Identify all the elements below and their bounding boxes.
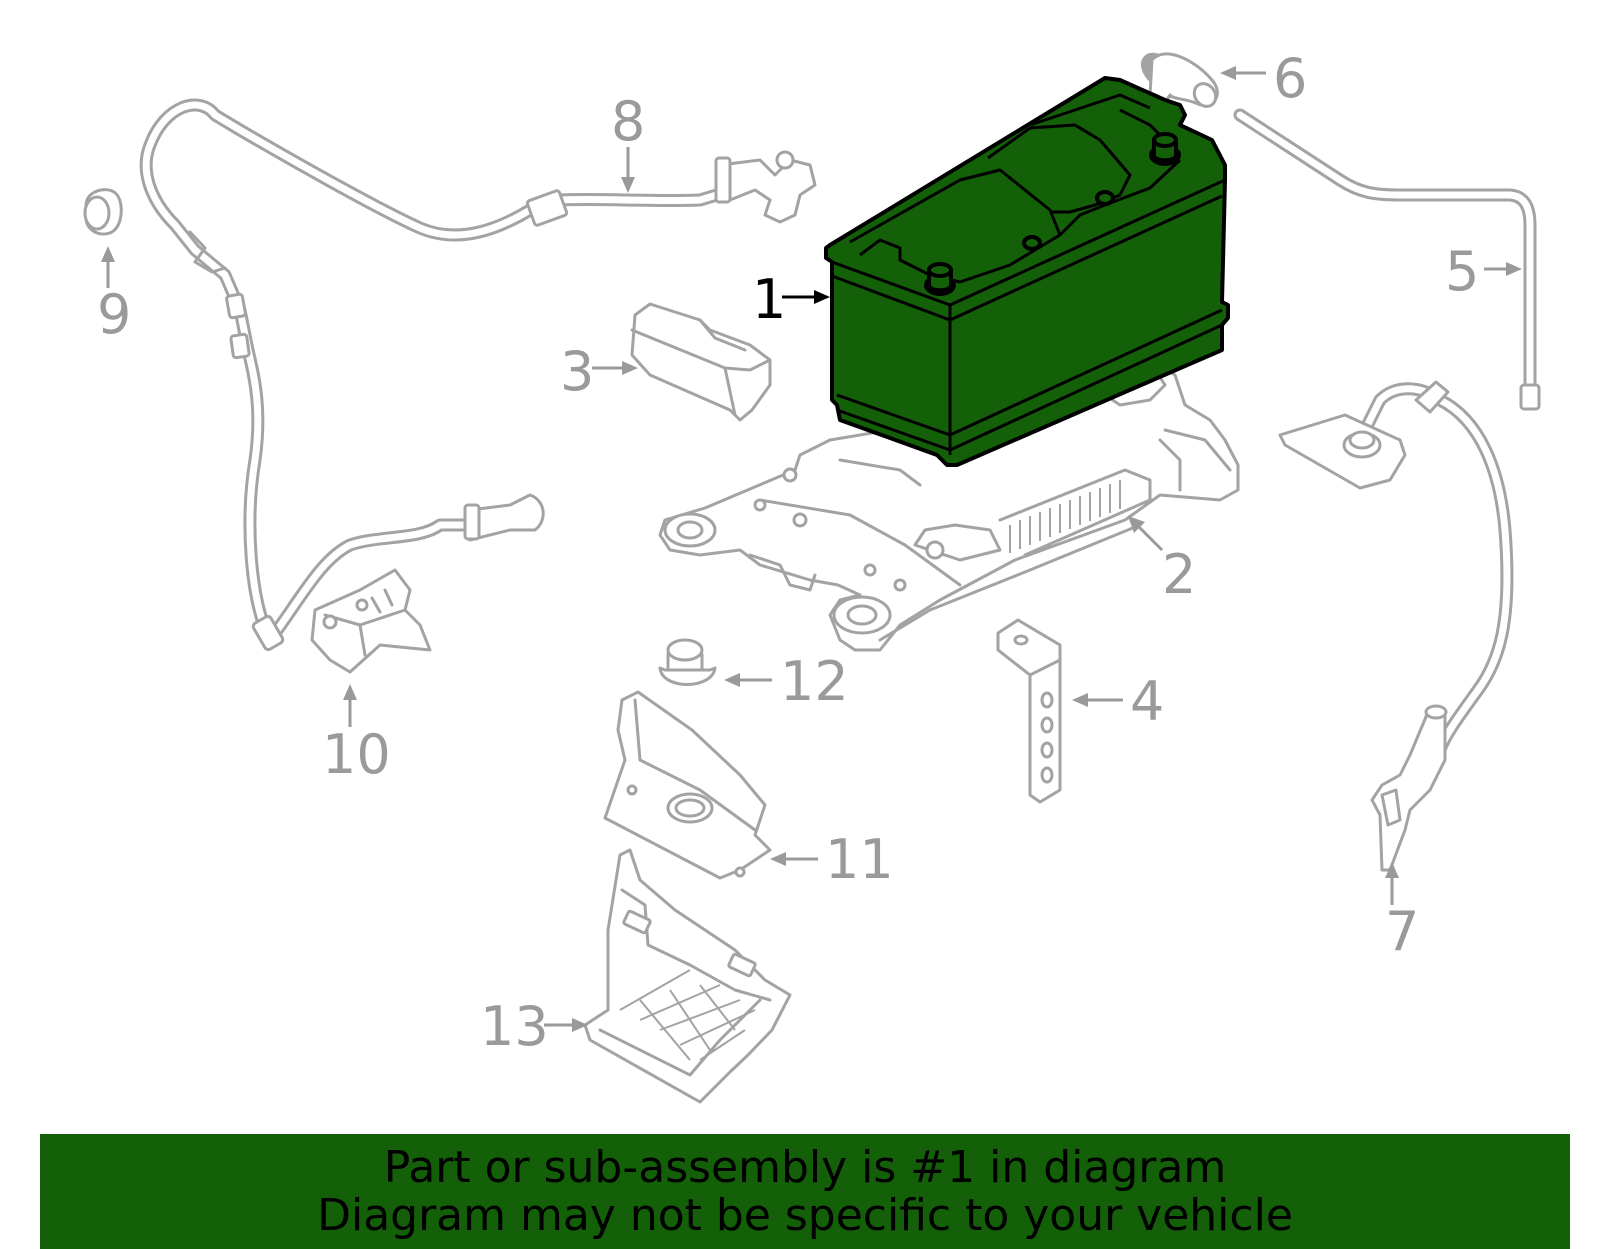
callout-7: 7 xyxy=(1385,862,1419,963)
callout-11-label: 11 xyxy=(825,828,894,891)
callout-11: 11 xyxy=(770,828,894,891)
callout-3-label: 3 xyxy=(560,340,594,403)
part-7-cable[interactable] xyxy=(1278,380,1514,872)
notice-banner: Part or sub-assembly is #1 in diagram Di… xyxy=(40,1134,1570,1249)
part-11-plate[interactable] xyxy=(603,690,772,880)
callout-5: 5 xyxy=(1445,240,1522,303)
part-2-tray[interactable] xyxy=(658,358,1240,652)
callout-7-label: 7 xyxy=(1385,900,1419,963)
part-6-elbow[interactable] xyxy=(1141,52,1220,113)
callout-1-label: 1 xyxy=(752,268,786,331)
banner-part-note: Part or sub-assembly is #1 in diagram xyxy=(383,1142,1227,1193)
callout-1: 1 xyxy=(752,268,830,331)
callout-13: 13 xyxy=(480,995,588,1058)
part-12-grommet[interactable] xyxy=(658,638,717,686)
callout-3: 3 xyxy=(560,340,638,403)
callout-4: 4 xyxy=(1072,670,1164,733)
callout-10-label: 10 xyxy=(322,723,391,786)
callout-13-label: 13 xyxy=(480,995,549,1058)
banner-disclaimer: Diagram may not be specific to your vehi… xyxy=(317,1190,1293,1241)
callout-9-label: 9 xyxy=(97,283,131,346)
callout-2: 2 xyxy=(1128,516,1196,606)
part-8-cable[interactable] xyxy=(139,98,817,652)
part-9-cap[interactable] xyxy=(83,188,123,236)
part-10-bracket[interactable] xyxy=(310,568,432,674)
callout-5-label: 5 xyxy=(1445,240,1479,303)
callout-8-label: 8 xyxy=(611,90,645,153)
part-3-block[interactable] xyxy=(630,302,772,422)
callout-4-label: 4 xyxy=(1130,670,1164,733)
callout-9: 9 xyxy=(97,246,131,346)
callout-6: 6 xyxy=(1220,47,1307,110)
part-4-bracket[interactable] xyxy=(996,618,1062,804)
callout-10: 10 xyxy=(322,684,391,786)
part-5-hose[interactable] xyxy=(1233,108,1541,411)
callout-12: 12 xyxy=(724,650,849,713)
part-13-frame[interactable] xyxy=(583,848,792,1104)
callout-8: 8 xyxy=(611,90,645,193)
part-1-battery[interactable] xyxy=(824,76,1230,467)
callout-12-label: 12 xyxy=(780,650,849,713)
callout-6-label: 6 xyxy=(1273,47,1307,110)
callout-2-label: 2 xyxy=(1162,543,1196,606)
